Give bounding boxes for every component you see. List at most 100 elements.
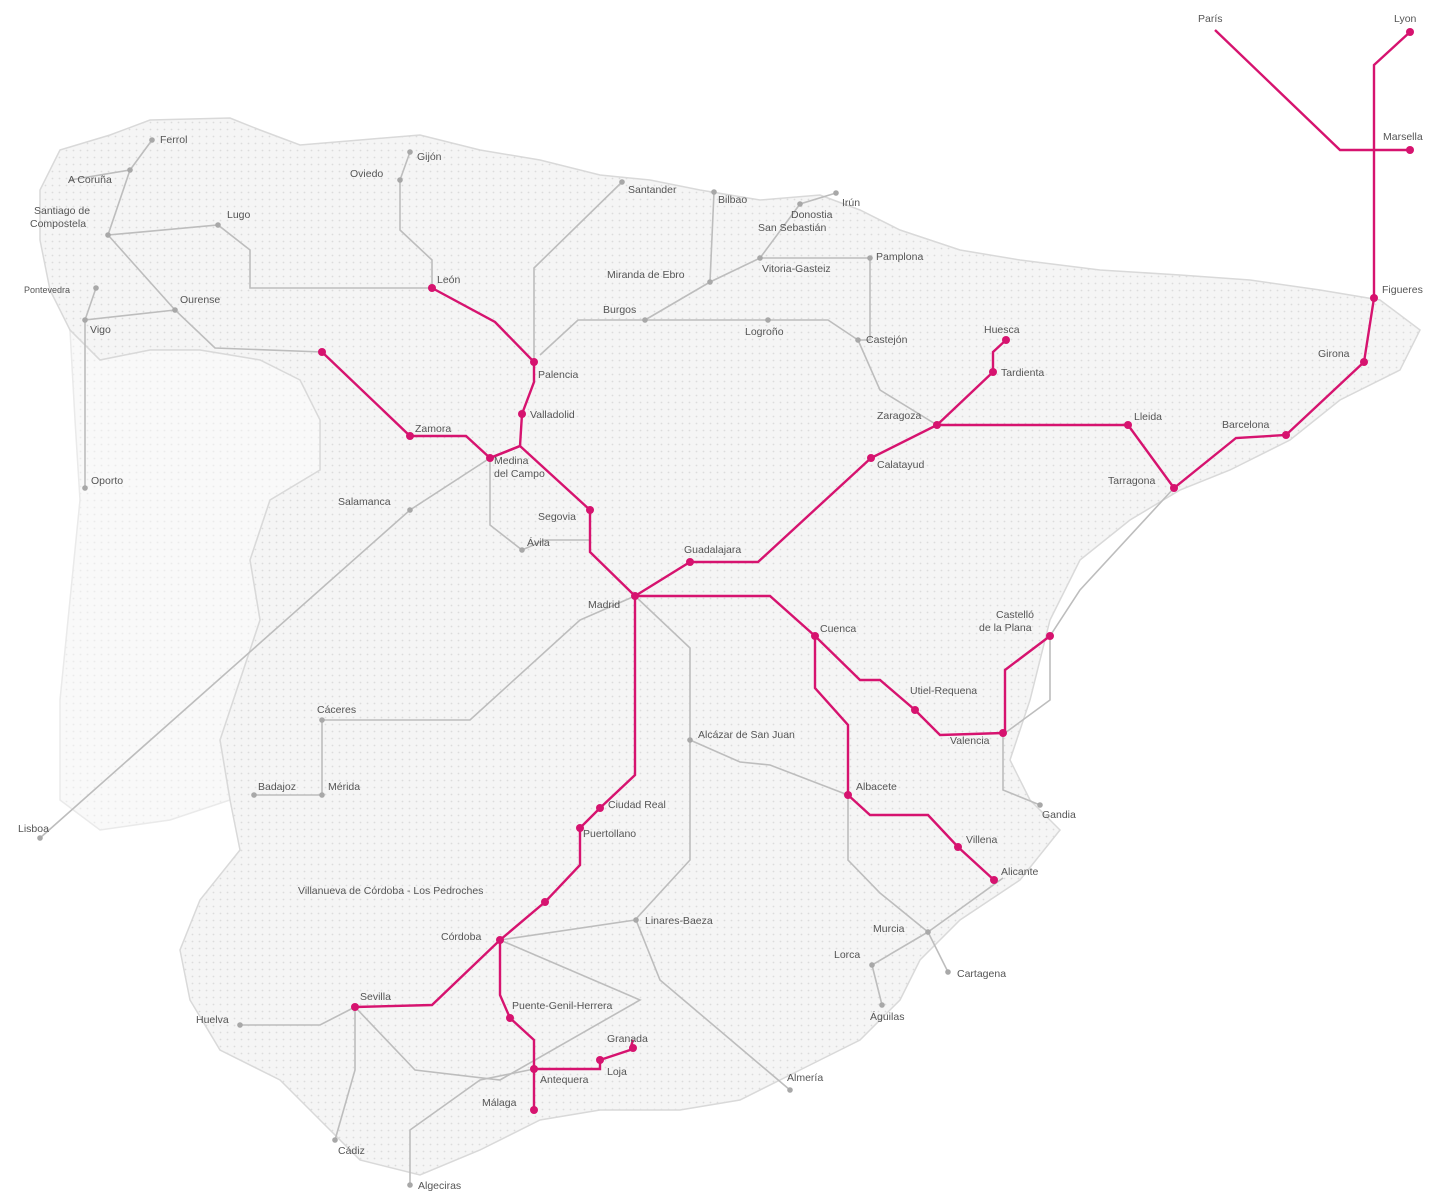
conventional-station-dot <box>945 969 951 975</box>
high-speed-rail-segment <box>354 596 637 1009</box>
high-speed-station-dot <box>406 432 414 440</box>
station-label-irun: Irún <box>842 197 860 209</box>
station-label-zamora: Zamora <box>415 423 451 435</box>
conventional-rail-segment <box>927 877 1004 933</box>
conventional-station-dot <box>797 201 803 207</box>
station-label-cartagena: Cartagena <box>957 968 1006 980</box>
station-label-oviedo: Oviedo <box>350 168 383 180</box>
conventional-rail-segment <box>354 939 642 1081</box>
conventional-rail-segment <box>645 319 859 341</box>
conventional-station-dot <box>833 190 839 196</box>
station-label-almeria: Almería <box>787 1072 823 1084</box>
high-speed-station-dot <box>530 358 538 366</box>
station-label-leon: León <box>437 274 461 286</box>
high-speed-station-dot <box>506 1014 514 1022</box>
station-label-castejon: Castejón <box>866 334 908 346</box>
high-speed-station-dot <box>811 632 819 640</box>
station-label-vitoria: Vitoria-Gasteiz <box>762 263 831 275</box>
conventional-station-dot <box>93 285 99 291</box>
high-speed-station-dot <box>596 1056 604 1064</box>
station-label-cadiz: Cádiz <box>338 1145 365 1157</box>
conventional-station-dot <box>869 962 875 968</box>
high-speed-station-dot <box>990 876 998 884</box>
conventional-rail-segment <box>322 595 636 721</box>
station-label-coruna: A Coruña <box>68 174 112 186</box>
station-label-burgos: Burgos <box>603 304 636 316</box>
station-label-malaga: Málaga <box>482 1097 517 1109</box>
conventional-station-dot <box>619 179 625 185</box>
conventional-rail-segment <box>240 1006 356 1026</box>
high-speed-station-dot <box>629 1044 637 1052</box>
conventional-station-dot <box>867 255 873 261</box>
conventional-rail-segment <box>1049 487 1175 637</box>
station-label-lisboa: Lisboa <box>18 823 49 835</box>
station-label-alicante: Alicante <box>1001 866 1039 878</box>
high-speed-station-dot <box>954 843 962 851</box>
conventional-station-dot <box>925 929 931 935</box>
conventional-station-dot <box>319 792 325 798</box>
conventional-station-dot <box>787 1087 793 1093</box>
station-label-figueres: Figueres <box>1382 284 1423 296</box>
station-label-murcia: Murcia <box>873 923 905 935</box>
high-speed-station-dot <box>351 1003 359 1011</box>
station-label-lleida: Lleida <box>1134 411 1162 423</box>
station-label-villena: Villena <box>966 834 997 846</box>
station-label-huelva: Huelva <box>196 1014 229 1026</box>
station-label-ferrol: Ferrol <box>160 134 187 146</box>
conventional-station-dot <box>407 507 413 513</box>
station-label-sevilla: Sevilla <box>360 991 391 1003</box>
station-label-marsella: Marsella <box>1383 131 1423 143</box>
station-label-oporto: Oporto <box>91 475 123 487</box>
station-label-ourense: Ourense <box>180 294 220 306</box>
high-speed-station-dot <box>867 454 875 462</box>
station-label-valencia: Valencia <box>950 735 990 747</box>
station-label-palencia: Palencia <box>538 369 578 381</box>
station-label-lorca: Lorca <box>834 949 860 961</box>
station-label-puertollano: Puertollano <box>583 828 636 840</box>
high-speed-station-dot <box>518 410 526 418</box>
station-label-miranda: Miranda de Ebro <box>607 269 685 281</box>
station-label-utiel: Utiel-Requena <box>910 685 977 697</box>
conventional-station-dot <box>251 792 257 798</box>
station-label-huesca: Huesca <box>984 324 1020 336</box>
high-speed-station-dot <box>530 1106 538 1114</box>
station-label-segovia: Segovia <box>538 511 576 523</box>
station-label-lugo: Lugo <box>227 209 251 221</box>
station-label-algeciras: Algeciras <box>418 1180 461 1192</box>
station-label-merida: Mérida <box>328 781 360 793</box>
station-label-bilbao: Bilbao <box>718 194 747 206</box>
station-dots <box>37 28 1414 1188</box>
high-speed-station-dot <box>844 791 852 799</box>
high-speed-station-dot <box>1406 146 1414 154</box>
station-label-santiago-line1: Santiago de <box>34 205 90 217</box>
conventional-rail-segment <box>69 169 131 181</box>
high-speed-rail-segment <box>1214 29 1374 152</box>
conventional-station-dot <box>407 1182 413 1188</box>
high-speed-station-dot <box>586 506 594 514</box>
high-speed-rail-segment <box>634 339 1007 598</box>
conventional-rail-segment <box>399 180 433 288</box>
station-label-aguilas: Águilas <box>870 1010 904 1023</box>
station-label-santiago-line2: Compostela <box>30 218 86 230</box>
station-label-granada: Granada <box>607 1033 648 1045</box>
conventional-station-dot <box>82 485 88 491</box>
conventional-station-dot <box>765 317 771 323</box>
high-speed-station-dot <box>1170 484 1178 492</box>
station-label-cordoba: Córdoba <box>441 931 481 943</box>
conventional-rail-segment <box>399 151 411 181</box>
station-label-medina-line2: del Campo <box>494 468 545 480</box>
high-speed-station-dot <box>1124 421 1132 429</box>
station-label-villanueva: Villanueva de Córdoba - Los Pedroches <box>298 885 483 897</box>
conventional-station-dot <box>711 189 717 195</box>
station-label-castello-line2: de la Plana <box>979 622 1032 634</box>
conventional-station-dot <box>642 317 648 323</box>
conventional-rail-segment <box>858 258 871 341</box>
conventional-station-dot <box>149 137 155 143</box>
high-speed-station-dot <box>318 348 326 356</box>
station-label-pamplona: Pamplona <box>876 251 923 263</box>
conventional-rail-segment <box>1002 733 1041 806</box>
conventional-rail-segment <box>533 181 623 362</box>
high-speed-station-dot <box>999 729 1007 737</box>
